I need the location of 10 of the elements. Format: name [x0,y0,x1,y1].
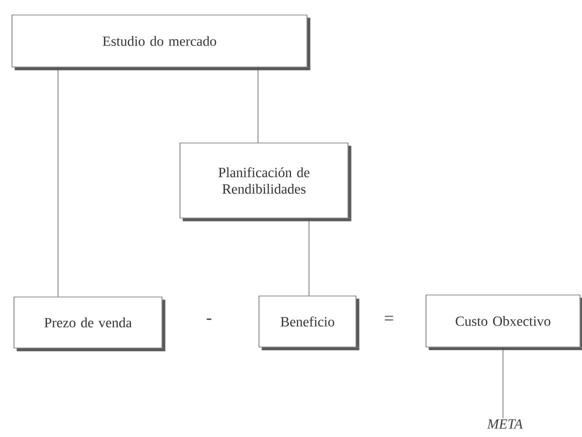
target-text: META [487,419,523,429]
connector-line [308,218,310,296]
operator-sign: = [384,316,394,320]
process-box: Custo Obxectivo [426,294,582,350]
process-box: Beneficio [258,296,360,350]
process-box: Planificación de Rendibilidades [180,142,352,222]
process-box: Prezo de venda [14,296,166,352]
operator-sign: - [206,318,212,320]
process-box: Estudio do mercado [12,14,310,70]
connector-line [502,347,504,418]
